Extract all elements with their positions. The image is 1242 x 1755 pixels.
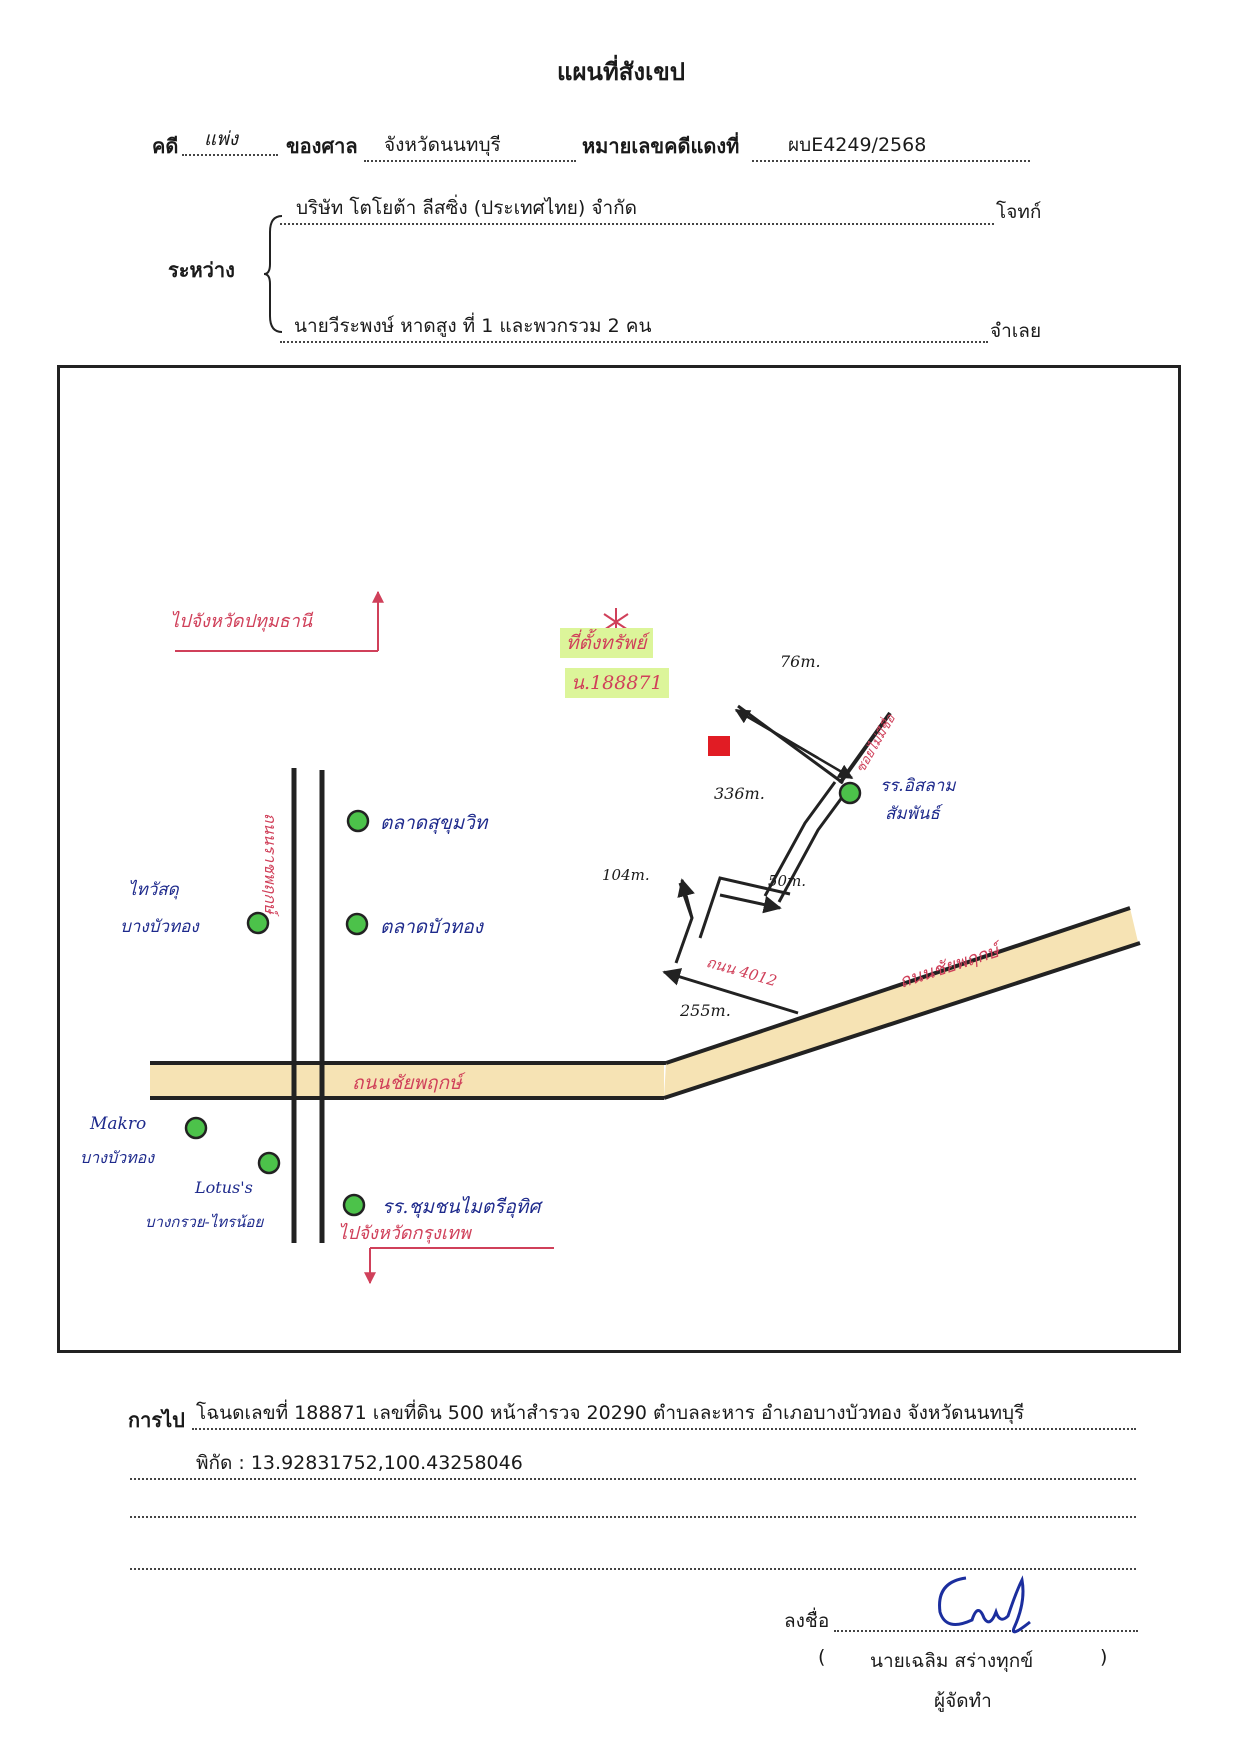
landmark-lotus-line1: Lotus's <box>195 1178 253 1197</box>
landmark-school-2-line2: สัมพันธ์ <box>885 804 940 824</box>
case-label: คดี <box>152 134 179 158</box>
road-chaiyaphruek-main <box>150 1061 666 1100</box>
landmark-makro-line1: Makro <box>90 1114 147 1134</box>
case-type-value: แพ่ง <box>182 124 278 156</box>
landmark-dot-sukhumvit-icon <box>346 809 370 833</box>
blank-line-2 <box>130 1568 1136 1570</box>
landmark-dot-lotus-icon <box>257 1151 281 1175</box>
red-case-number-value: ผบE4249/2568 <box>752 130 1030 162</box>
landmark-school-2-line1: รร.อิสลาม <box>880 776 956 796</box>
blank-line-1 <box>130 1516 1136 1518</box>
road-ratchaphruek <box>291 768 325 1243</box>
landmark-market-bangbuathong: ตลาดบัวทอง <box>380 916 483 938</box>
defendant-role: จำเลย <box>990 320 1042 342</box>
label-to-pathum: ไปจังหวัดปทุมธานี <box>170 611 313 632</box>
sign-name: นายเฉลิม สร่างทุกข์ <box>870 1650 1034 1672</box>
between-brace-icon <box>263 215 283 333</box>
property-marker-icon <box>708 736 730 756</box>
red-case-label: หมายเลขคดีแดงที่ <box>582 134 740 158</box>
handwritten-signature-icon <box>938 1575 1031 1634</box>
sign-label: ลงชื่อ <box>784 1610 830 1632</box>
road-chaiyaphruek-diagonal <box>663 906 1141 1100</box>
landmark-dot-school1-icon <box>342 1193 366 1217</box>
landmark-makro-line2: บางบัวทอง <box>80 1148 155 1167</box>
landmark-lotus-line2: บางกรวย-ไทรน้อย <box>145 1213 264 1231</box>
sign-role: ผู้จัดทำ <box>934 1690 992 1712</box>
map-canvas <box>150 590 1141 1285</box>
label-to-bangkok: ไปจังหวัดกรุงเทพ <box>338 1223 471 1244</box>
sign-open-paren: ( <box>818 1646 826 1668</box>
landmark-dot-makro-icon <box>184 1116 208 1140</box>
landmark-school-1: รร.ชุมชนไมตรีอุทิศ <box>382 1196 541 1218</box>
between-label: ระหว่าง <box>168 258 235 282</box>
directions-label: การไป <box>128 1408 185 1432</box>
signature-line <box>834 1630 1138 1632</box>
label-dist-104: 104m. <box>602 866 650 884</box>
label-dist-50: 50m. <box>768 872 807 890</box>
label-dist-255: 255m. <box>680 1001 731 1020</box>
label-dist-76: 76m. <box>780 652 821 671</box>
label-road-chaiyaphruek-main: ถนนชัยพฤกษ์ <box>352 1072 462 1094</box>
page-title: แผนที่สังเขป <box>557 58 685 86</box>
label-property-line1: ที่ตั้งทรัพย์ <box>560 628 653 658</box>
landmark-dot-school2-icon <box>838 781 862 805</box>
route-alley <box>734 704 892 903</box>
landmark-dot-thaiwatsadu-icon <box>246 911 270 935</box>
landmark-thaiwatsadu-line1: ไทวัสดุ <box>128 880 179 900</box>
court-label: ของศาล <box>286 134 358 158</box>
label-property-line2: น.188871 <box>565 668 669 698</box>
label-road-ratchaphruek: ถนนราชพฤกษ์ <box>261 813 280 914</box>
landmark-market-sukhumvit: ตลาดสุขุมวิท <box>380 812 488 834</box>
route-road-4012 <box>662 876 799 1015</box>
plaintiff-name: บริษัท โตโยต้า ลีสซิ่ง (ประเทศไทย) จำกัด <box>280 193 994 225</box>
court-province-value: จังหวัดนนทบุรี <box>364 130 576 162</box>
landmark-thaiwatsadu-line2: บางบัวทอง <box>120 917 199 937</box>
landmark-dot-bangbuathong-icon <box>345 912 369 936</box>
label-dist-336: 336m. <box>714 784 765 803</box>
plaintiff-role: โจทก์ <box>996 201 1042 223</box>
arrow-to-bangkok-icon <box>364 1247 554 1285</box>
directions-line1: โฉนดเลขที่ 188871 เลขที่ดิน 500 หน้าสำรว… <box>192 1398 1136 1430</box>
sign-close-paren: ) <box>1100 1646 1108 1668</box>
defendant-name: นายวีระพงษ์ หาดสูง ที่ 1 และพวกรวม 2 คน <box>280 311 988 343</box>
arrow-to-pathum-icon <box>175 590 384 652</box>
map-frame: ไปจังหวัดปทุมธานี ไปจังหวัดกรุงเทพ ถนนรา… <box>57 365 1181 1353</box>
directions-line2: พิกัด : 13.92831752,100.43258046 <box>130 1448 1136 1480</box>
